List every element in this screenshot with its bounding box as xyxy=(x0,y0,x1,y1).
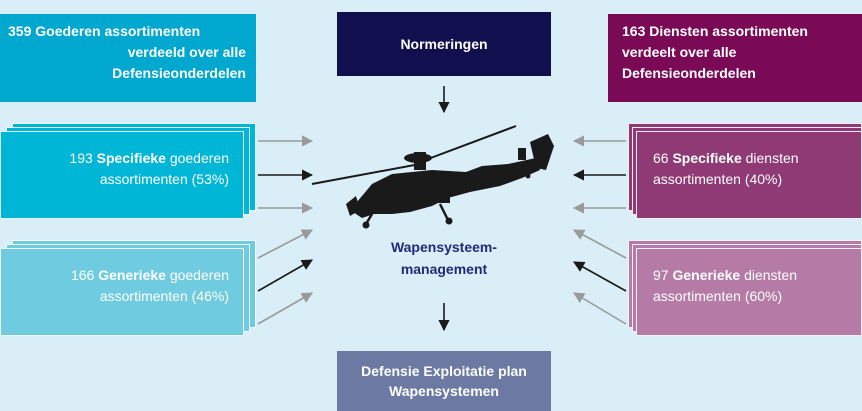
goods-generic-box: 166 Generieke goederen assortimenten (46… xyxy=(0,248,244,336)
services-specific-stack: 66 Specifieke diensten assortimenten (40… xyxy=(628,123,862,219)
exploitatie-box: Defensie Exploitatie plan Wapensystemen xyxy=(337,351,551,411)
services-total-line3: Defensieonderdelen xyxy=(622,65,756,81)
services-specific-box: 66 Specifieke diensten assortimenten (40… xyxy=(636,131,862,219)
goods-specific-line1: 193 Specifieke goederen xyxy=(69,150,229,166)
helicopter-icon xyxy=(311,125,554,229)
center-caption: Wapensysteem- management xyxy=(337,236,551,280)
arrow-services-generic-bottom xyxy=(573,292,627,325)
services-generic-stack: 97 Generieke diensten assortimenten (60%… xyxy=(628,240,862,336)
exploitatie-line2: Wapensystemen xyxy=(389,383,499,399)
arrow-goods-generic-mid xyxy=(257,259,313,292)
goods-total-line1: 359 Goederen assortimenten xyxy=(8,23,201,39)
normeringen-box: Normeringen xyxy=(337,12,551,76)
center-caption-line1: Wapensysteem- xyxy=(390,239,498,255)
goods-total-line2: verdeeld over alle xyxy=(127,44,246,60)
services-total-line2: verdeelt over alle xyxy=(622,44,737,60)
normeringen-label: Normeringen xyxy=(400,36,488,52)
services-specific-line2: assortimenten (40%) xyxy=(653,171,783,187)
services-generic-line2: assortimenten (60%) xyxy=(653,288,783,304)
arrow-goods-generic-bottom xyxy=(257,292,313,325)
exploitatie-line1: Defensie Exploitatie plan xyxy=(361,363,527,379)
goods-total-line3: Defensieonderdelen xyxy=(112,65,246,81)
services-total-box: 163 Diensten assortimenten verdeelt over… xyxy=(608,14,862,102)
services-generic-box: 97 Generieke diensten assortimenten (60%… xyxy=(636,248,862,336)
arrow-services-generic-top xyxy=(573,229,627,259)
goods-generic-stack: 166 Generieke goederen assortimenten (46… xyxy=(0,240,256,336)
goods-specific-box: 193 Specifieke goederen assortimenten (5… xyxy=(0,131,244,219)
goods-total-box: 359 Goederen assortimenten verdeeld over… xyxy=(0,14,256,102)
goods-generic-line1: 166 Generieke goederen xyxy=(70,267,229,283)
goods-specific-line2: assortimenten (53%) xyxy=(99,171,229,187)
services-generic-line1: 97 Generieke diensten xyxy=(653,267,798,283)
goods-generic-line2: assortimenten (46%) xyxy=(99,288,229,304)
arrow-services-generic-mid xyxy=(573,261,627,292)
center-caption-line2: management xyxy=(400,261,488,277)
services-total-line1: 163 Diensten assortimenten xyxy=(622,23,808,39)
services-specific-line1: 66 Specifieke diensten xyxy=(653,150,799,166)
goods-specific-stack: 193 Specifieke goederen assortimenten (5… xyxy=(0,123,256,219)
arrow-goods-generic-top xyxy=(257,229,313,259)
